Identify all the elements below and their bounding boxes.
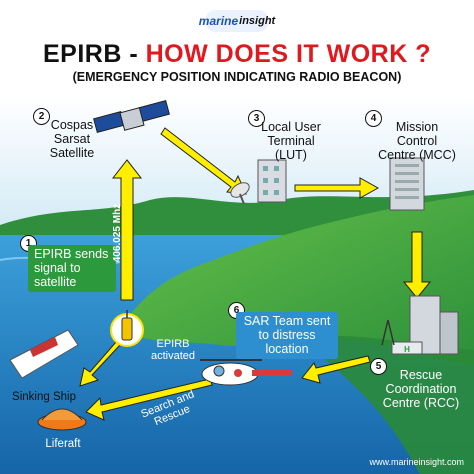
- rcc-building-icon: H: [391, 295, 459, 355]
- epirb-activated-line-2: activated: [150, 350, 196, 363]
- liferaft-icon: [37, 408, 87, 431]
- step-1-line-1: EPIRB sends: [34, 247, 109, 261]
- step-2-line-3: Satellite: [49, 146, 95, 160]
- liferaft-label: Liferaft: [45, 438, 81, 450]
- step-1-line-3: satellite: [34, 274, 77, 289]
- step-1-bubble: EPIRB sends signal to satellite: [28, 245, 116, 293]
- step-2-label: Cospas Sarsat Satellite: [42, 118, 102, 160]
- helicopter-icon: [200, 359, 292, 386]
- rcc-to-helicopter-arrow: [301, 355, 371, 384]
- step-4-label: Mission Control Centre (MCC): [372, 120, 462, 162]
- lut-building-icon: [257, 159, 287, 203]
- website-url: www.marineinsight.com: [369, 457, 464, 467]
- step-2-line-1: Cospas: [50, 118, 94, 132]
- land-coast: [300, 335, 474, 474]
- page-subtitle: (EMERGENCY POSITION INDICATING RADIO BEA…: [72, 70, 402, 84]
- epirb-beacon-icon: [110, 310, 144, 347]
- land: [118, 195, 474, 365]
- step-6-line-2: to distress: [258, 327, 316, 342]
- epirb-to-ship-arrow: [79, 341, 121, 387]
- frequency-label: 406.025 Mhz: [112, 203, 123, 263]
- logo-main-text: marine: [198, 14, 239, 28]
- step-3-line-3: (LUT): [275, 148, 307, 162]
- svg-text:H: H: [404, 345, 410, 354]
- page-title: EPIRB - HOW DOES IT WORK ?: [0, 40, 474, 69]
- step-3-line-2: Terminal: [267, 134, 315, 148]
- step-4-number: 4: [365, 110, 382, 127]
- satellite-dish-icon: [230, 182, 250, 205]
- radio-tower-icon: [381, 319, 395, 346]
- satellite-icon: [93, 100, 170, 133]
- helicopter-to-liferaft-arrow: [85, 378, 213, 421]
- lut-to-mcc-arrow: [294, 177, 380, 199]
- step-4-line-3: Centre (MCC): [378, 148, 456, 162]
- mcc-building-icon: [389, 157, 425, 211]
- step-5-line-3: Centre (RCC): [382, 396, 460, 410]
- step-5-number: 5: [370, 358, 387, 375]
- step-2-number: 2: [33, 108, 50, 125]
- sinking-ship-label: Sinking Ship: [12, 391, 76, 403]
- title-question: HOW DOES IT WORK ?: [145, 40, 431, 68]
- step-6-line-1: SAR Team sent: [243, 314, 331, 328]
- step-5-label: Rescue Coordination Centre (RCC): [374, 368, 468, 410]
- epirb-activated-label: EPIRB activated: [148, 338, 198, 362]
- mcc-to-rcc-arrow: [402, 231, 432, 299]
- step-5-line-2: Coordination: [385, 382, 457, 396]
- epirb-activated-line-1: EPIRB: [156, 338, 190, 350]
- uplink-arrow: [111, 159, 143, 301]
- step-1-line-2: signal to: [34, 260, 81, 275]
- step-6-bubble: SAR Team sent to distress location: [236, 312, 338, 360]
- step-3-line-1: Local User: [261, 120, 321, 134]
- step-4-line-1: Mission: [395, 120, 439, 134]
- logo-sub-text: insight: [239, 15, 276, 27]
- step-4-line-2: Control: [396, 134, 438, 148]
- sinking-ship-icon: [9, 329, 79, 379]
- step-2-line-2: Sarsat: [53, 132, 91, 146]
- title-prefix: EPIRB -: [43, 40, 146, 68]
- step-3-label: Local User Terminal (LUT): [256, 120, 326, 162]
- step-6-line-3: location: [265, 341, 309, 356]
- brand-logo: marine insight: [199, 10, 275, 32]
- step-5-line-1: Rescue: [399, 368, 443, 382]
- step-3-number: 3: [248, 110, 265, 127]
